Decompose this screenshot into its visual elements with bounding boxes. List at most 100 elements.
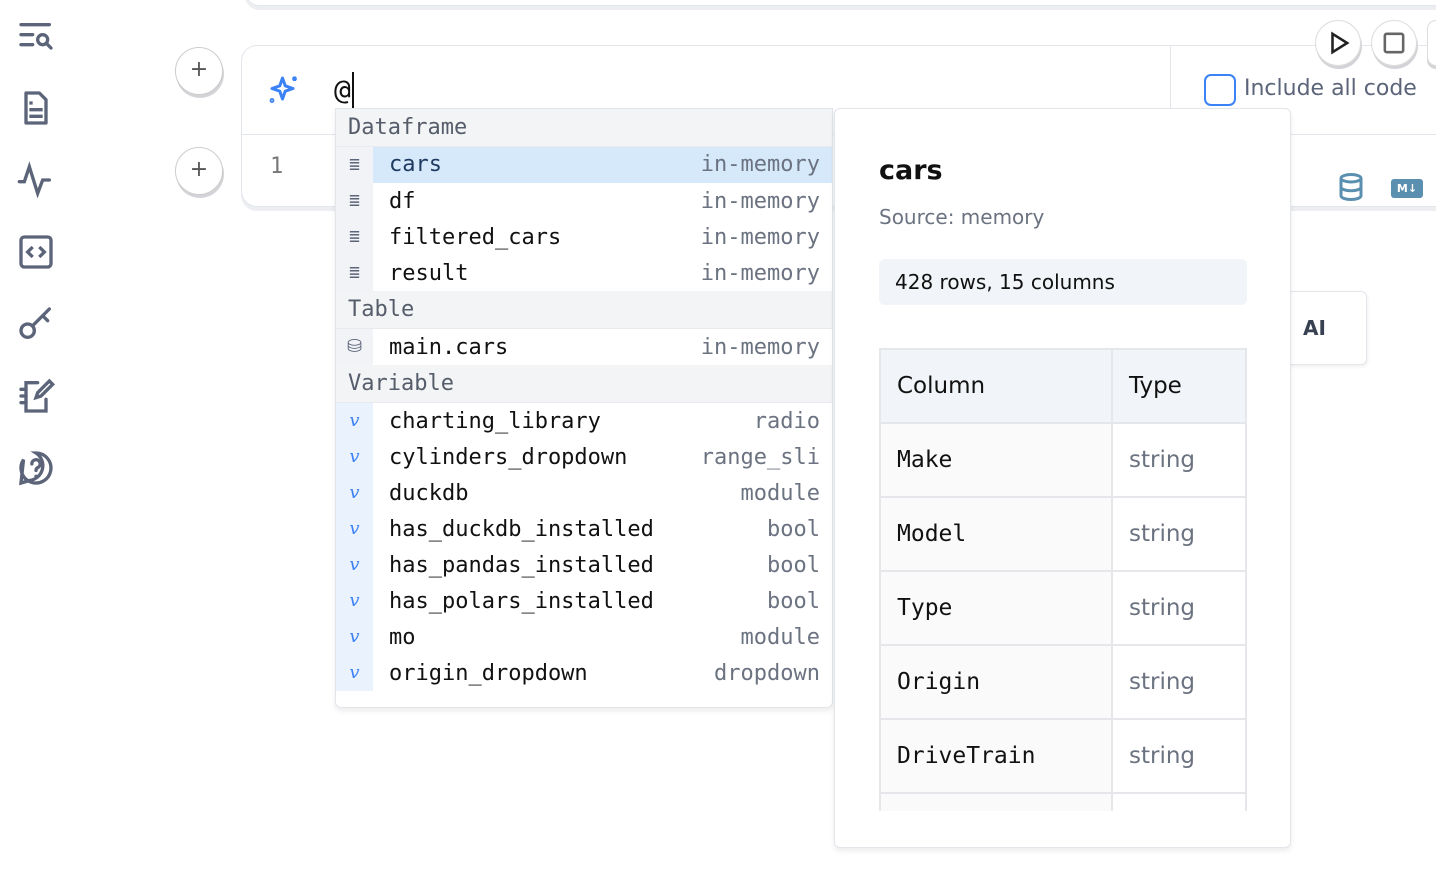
variable-icon: v <box>336 655 373 691</box>
activity-icon[interactable] <box>16 160 56 200</box>
group-header: Variable <box>336 365 832 403</box>
completion-item[interactable]: v cylinders_dropdown range_sli <box>336 439 832 475</box>
table-row-partial <box>879 792 1247 811</box>
item-type: module <box>740 480 820 506</box>
database-icon: ⛁ <box>336 329 373 365</box>
item-type: in-memory <box>700 260 820 286</box>
item-type: module <box>740 624 820 650</box>
column-type: string <box>1111 422 1247 498</box>
completion-item[interactable]: v has_duckdb_installed bool <box>336 511 832 547</box>
item-name: has_pandas_installed <box>389 552 654 578</box>
completion-item[interactable]: ≣ filtered_cars in-memory <box>336 219 832 255</box>
table-icon: ≣ <box>336 147 373 183</box>
sparkles-icon <box>266 72 302 108</box>
completion-item[interactable]: v has_pandas_installed bool <box>336 547 832 583</box>
item-name: mo <box>389 624 416 650</box>
column-name: Origin <box>879 644 1113 720</box>
outline-search-icon[interactable] <box>16 18 56 58</box>
key-icon[interactable] <box>16 304 56 344</box>
variable-icon: v <box>336 547 373 583</box>
item-type: radio <box>753 408 820 434</box>
add-cell-above-button[interactable]: + <box>175 47 223 95</box>
detail-title: cars <box>879 155 943 186</box>
more-button[interactable] <box>1427 20 1436 66</box>
include-all-code-checkbox[interactable] <box>1204 74 1236 106</box>
notebook-pen-icon[interactable] <box>16 376 56 416</box>
item-name: charting_library <box>389 408 601 434</box>
detail-summary: 428 rows, 15 columns <box>879 259 1247 305</box>
item-name: main.cars <box>389 334 509 360</box>
item-type: bool <box>767 516 820 542</box>
item-name: has_polars_installed <box>389 588 654 614</box>
column-name: Make <box>879 422 1113 498</box>
item-type: bool <box>767 588 820 614</box>
variable-icon: v <box>336 403 373 439</box>
code-file-icon[interactable] <box>16 232 56 272</box>
completion-item[interactable]: v charting_library radio <box>336 403 832 439</box>
help-circle-icon[interactable] <box>16 448 56 488</box>
table-icon: ≣ <box>336 183 373 219</box>
run-button[interactable] <box>1315 20 1361 66</box>
item-type: range_sli <box>700 444 820 470</box>
item-name: df <box>389 188 416 214</box>
column-type: string <box>1111 496 1247 572</box>
column-type: string <box>1111 718 1247 794</box>
line-number: 1 <box>270 154 284 179</box>
item-name: duckdb <box>389 480 469 506</box>
previous-cell <box>245 0 1436 6</box>
file-text-icon[interactable] <box>16 88 56 128</box>
item-name: cars <box>373 147 701 183</box>
item-name: origin_dropdown <box>389 660 588 686</box>
completion-item[interactable]: v has_polars_installed bool <box>336 583 832 619</box>
table-icon: ≣ <box>336 255 373 291</box>
column-type: string <box>1111 644 1247 720</box>
item-type: dropdown <box>714 660 820 686</box>
include-all-code-label: Include all code <box>1244 76 1417 101</box>
column-name: Model <box>879 496 1113 572</box>
item-name: has_duckdb_installed <box>389 516 654 542</box>
completion-item[interactable]: ⛁ main.cars in-memory <box>336 329 832 365</box>
variable-icon: v <box>336 511 373 547</box>
group-header: Table <box>336 291 832 329</box>
database-icon[interactable] <box>1336 172 1366 204</box>
table-icon: ≣ <box>336 219 373 255</box>
item-type: in-memory <box>700 224 820 250</box>
variable-icon: v <box>336 475 373 511</box>
item-type: bool <box>767 552 820 578</box>
column-type: string <box>1111 570 1247 646</box>
dataframe-detail-panel: cars Source: memory 428 rows, 15 columns… <box>834 108 1291 848</box>
stop-button[interactable] <box>1371 20 1417 66</box>
prompt-input[interactable]: @ <box>334 72 354 108</box>
markdown-icon[interactable]: M↓ <box>1391 179 1423 198</box>
completion-item[interactable]: v origin_dropdown dropdown <box>336 655 832 691</box>
type-header: Type <box>1111 348 1247 424</box>
variable-icon: v <box>336 583 373 619</box>
group-header: Dataframe <box>336 109 832 147</box>
item-type: in-memory <box>700 147 832 183</box>
variable-icon: v <box>336 439 373 475</box>
item-type: in-memory <box>700 188 820 214</box>
item-name: cylinders_dropdown <box>389 444 628 470</box>
item-type: in-memory <box>700 334 820 360</box>
column-name: DriveTrain <box>879 718 1113 794</box>
column-header: Column <box>879 348 1113 424</box>
add-cell-below-button[interactable]: + <box>175 147 223 195</box>
completion-item[interactable]: ≣ result in-memory <box>336 255 832 291</box>
item-name: result <box>389 260 469 286</box>
item-name: filtered_cars <box>389 224 562 250</box>
variable-icon: v <box>336 619 373 655</box>
detail-source: Source: memory <box>879 205 1045 229</box>
completion-item[interactable]: ≣ df in-memory <box>336 183 832 219</box>
column-name: Type <box>879 570 1113 646</box>
